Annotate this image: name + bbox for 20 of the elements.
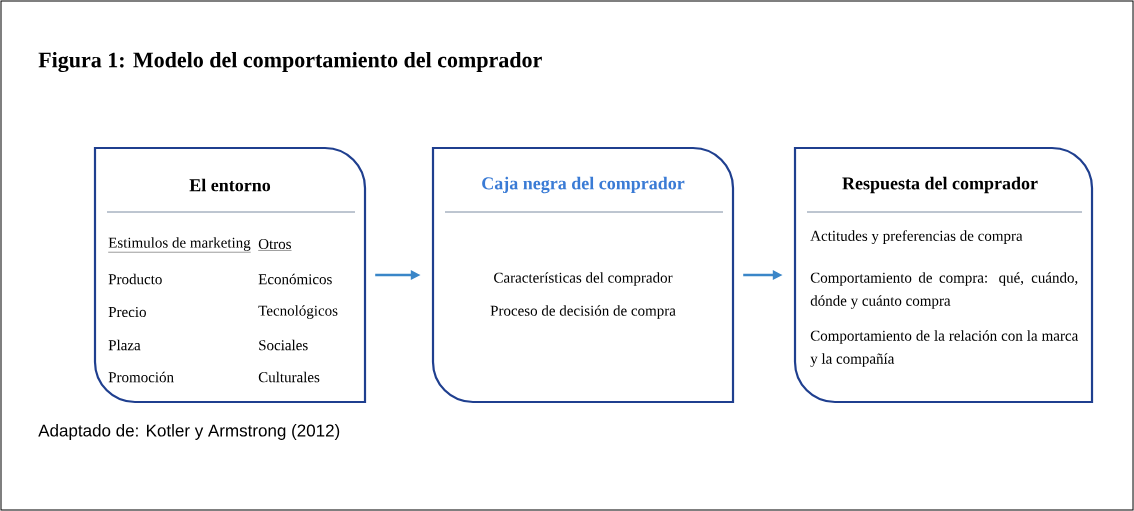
list-item: Económicos bbox=[258, 273, 332, 285]
list-item: Sociales bbox=[259, 339, 308, 351]
list-item: Comportamiento de la relación con la marca y la compañía bbox=[810, 330, 1079, 367]
column-heading: Estimulos de marketing bbox=[108, 237, 251, 253]
list-item: Precio bbox=[108, 306, 146, 318]
list-item: Promoción bbox=[108, 371, 174, 383]
figure-title: Figura 1: Modelo del comportamiento del comprador bbox=[38, 51, 542, 73]
list-item: Producto bbox=[108, 273, 162, 285]
list-item: Culturales bbox=[258, 371, 320, 383]
list-item: Tecnológicos bbox=[258, 305, 338, 319]
box-heading: Caja negra del comprador bbox=[482, 176, 685, 194]
box-heading: Respuesta del comprador bbox=[842, 176, 1038, 194]
column-heading: Otros bbox=[258, 238, 292, 251]
figure-caption: Adaptado de: Kotler y Armstrong (2012) bbox=[38, 424, 340, 440]
box-heading: El entorno bbox=[189, 178, 271, 192]
list-item: Comportamiento de compra: qué, cuándo, dónde y cuánto compra bbox=[810, 272, 1078, 309]
list-item: Plaza bbox=[108, 339, 141, 351]
list-item: Proceso de decisión de compra bbox=[490, 305, 676, 319]
list-item: Actitudes y preferencias de compra bbox=[810, 230, 1023, 244]
list-item: Características del comprador bbox=[494, 272, 673, 286]
